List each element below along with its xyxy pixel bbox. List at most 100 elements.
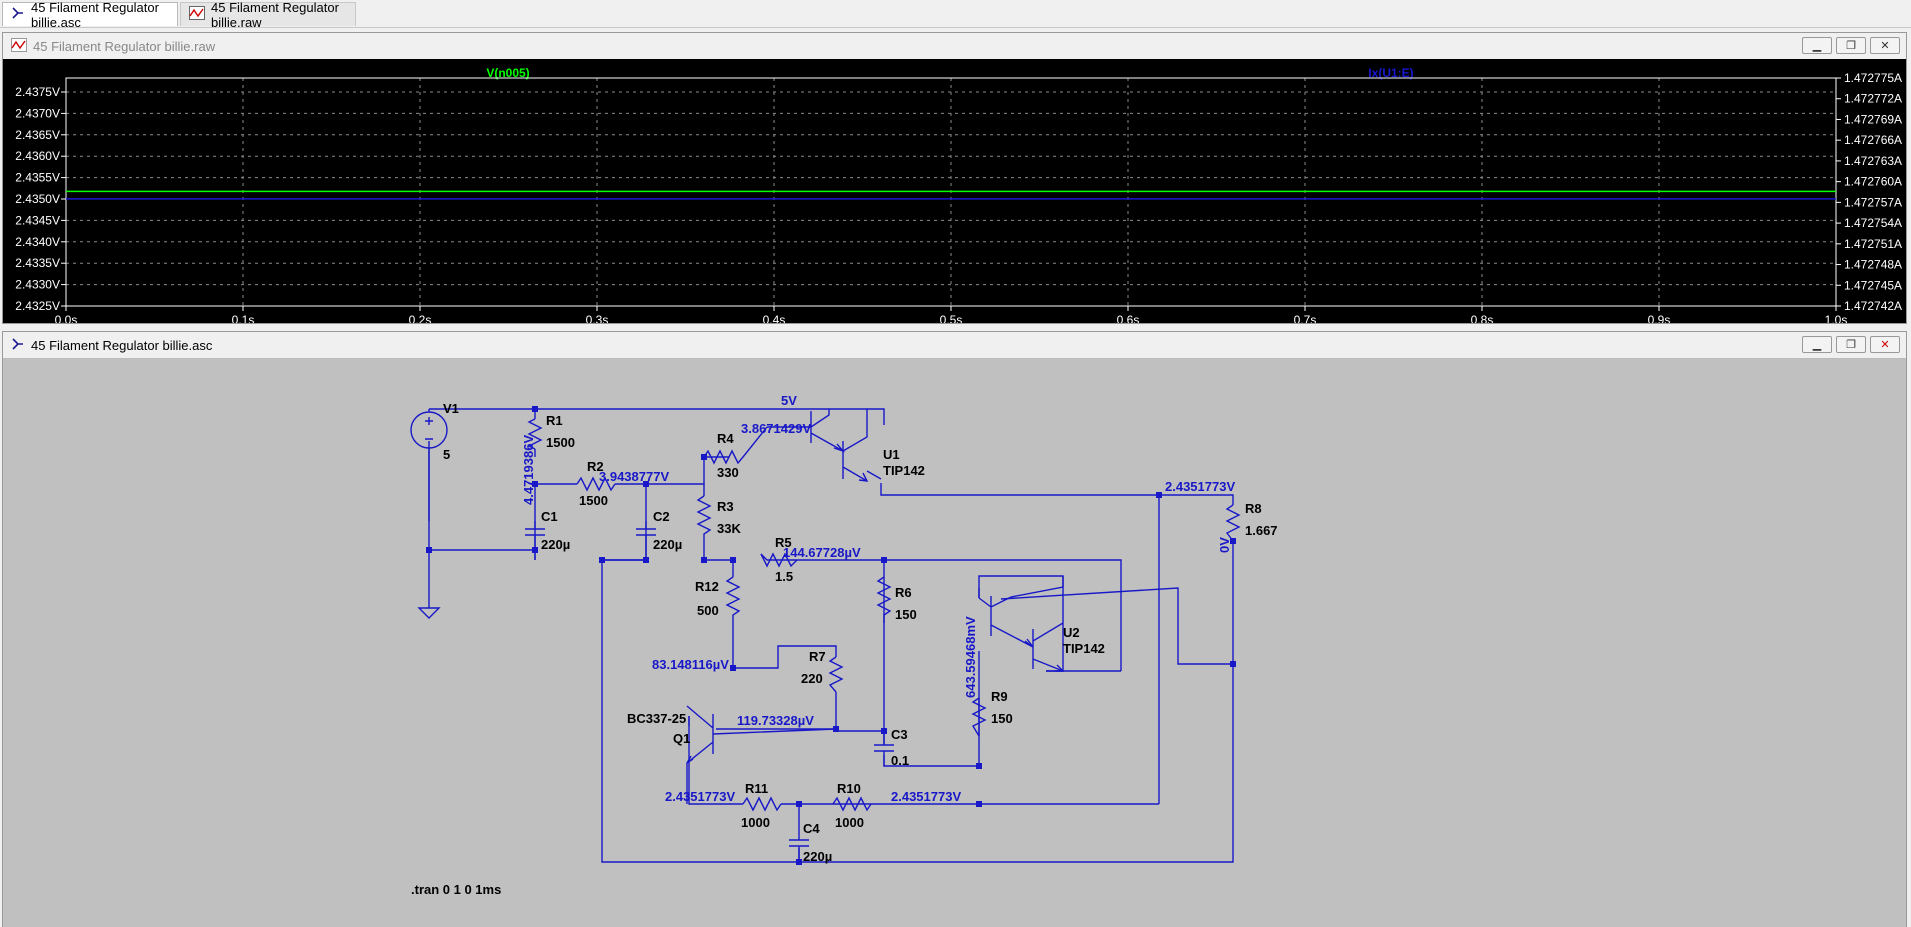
- r10-symbol[interactable]: [832, 796, 872, 812]
- label-u1-value: TIP142: [883, 463, 925, 478]
- tab-label: 45 Filament Regulator billie.raw: [211, 0, 339, 30]
- label-u1: U1: [883, 447, 900, 462]
- r7-symbol[interactable]: [828, 656, 844, 693]
- plot-grid: [66, 78, 1836, 307]
- capacitors: [525, 521, 894, 862]
- close-button[interactable]: ✕: [1870, 37, 1900, 54]
- waveform-plot[interactable]: V(n005) Ix(U1:E) 2.4375V2.4370V2.4365V2.…: [3, 59, 1906, 323]
- c2-symbol[interactable]: [636, 521, 656, 560]
- label-r2: R2: [587, 459, 604, 474]
- minimize-button[interactable]: ▁: [1802, 37, 1832, 54]
- document-tab-bar: 45 Filament Regulator billie.asc 45 Fila…: [0, 0, 1911, 30]
- y-tick-label-left: 2.4330V: [15, 278, 60, 292]
- label-r1: R1: [546, 413, 563, 428]
- label-q1-value: BC337-25: [627, 711, 686, 726]
- r3-symbol[interactable]: [696, 495, 712, 546]
- label-r1-value: 1500: [546, 435, 575, 450]
- y-tick-label-right: 1.472751A: [1844, 237, 1902, 251]
- label-r12-value: 500: [697, 603, 719, 618]
- r2-symbol[interactable]: [576, 476, 616, 492]
- label-r3-value: 33K: [717, 521, 741, 536]
- label-c3: C3: [891, 727, 908, 742]
- y-tick-label-left: 2.4340V: [15, 235, 60, 249]
- node-out: 2.4351773V: [1165, 479, 1235, 494]
- close-button[interactable]: ✕: [1870, 336, 1900, 353]
- label-c4-value: 220µ: [803, 849, 832, 864]
- label-r7: R7: [809, 649, 826, 664]
- u1-symbol[interactable]: [810, 409, 869, 482]
- label-r8-value: 1.667: [1245, 523, 1278, 538]
- y-tick-label-right: 1.472775A: [1844, 71, 1902, 85]
- y-axis-right: 1.472775A1.472772A1.472769A1.472766A1.47…: [1836, 71, 1902, 313]
- r8-symbol[interactable]: [1225, 504, 1241, 542]
- y-tick-label-right: 1.472772A: [1844, 92, 1902, 106]
- trace-label-right[interactable]: Ix(U1:E): [1368, 66, 1413, 80]
- c4-symbol[interactable]: [789, 836, 809, 862]
- node-q1e: 2.4351773V: [665, 789, 735, 804]
- r11-symbol[interactable]: [742, 796, 782, 812]
- minimize-button[interactable]: ▁: [1802, 336, 1832, 353]
- x-tick-label: 0.8s: [1471, 313, 1494, 323]
- maximize-button[interactable]: ❐: [1836, 336, 1866, 353]
- waveform-icon: [189, 6, 205, 23]
- schematic-window: 45 Filament Regulator billie.asc ▁ ❐ ✕: [2, 331, 1907, 927]
- label-c2-value: 220µ: [653, 537, 682, 552]
- y-tick-label-left: 2.4375V: [15, 85, 60, 99]
- y-tick-label-right: 1.472766A: [1844, 133, 1902, 147]
- y-tick-label-right: 1.472745A: [1844, 278, 1902, 292]
- maximize-button[interactable]: ❐: [1836, 37, 1866, 54]
- node-r1: 4.4719386V: [521, 435, 536, 505]
- plot-series: [66, 190, 1836, 200]
- label-v1-value: 5: [443, 447, 450, 462]
- y-tick-label-left: 2.4345V: [15, 213, 60, 227]
- label-u2: U2: [1063, 625, 1080, 640]
- label-v1: V1: [443, 401, 459, 416]
- spice-directive[interactable]: .tran 0 1 0 1ms: [411, 882, 501, 897]
- r9-symbol[interactable]: [971, 697, 987, 737]
- label-r10-value: 1000: [835, 815, 864, 830]
- r5-symbol[interactable]: [760, 552, 798, 568]
- x-tick-label: 0.9s: [1648, 313, 1671, 323]
- label-r9-value: 150: [991, 711, 1013, 726]
- label-r4: R4: [717, 431, 734, 446]
- r6-symbol[interactable]: [876, 576, 892, 623]
- label-r3: R3: [717, 499, 734, 514]
- schematic-canvas[interactable]: V1 5 R1 1500 R2 1500 R3 33K R4 330 R5 1.…: [3, 359, 1906, 927]
- schematic-icon: [11, 6, 25, 23]
- tab-schematic[interactable]: 45 Filament Regulator billie.asc: [2, 0, 178, 30]
- y-tick-label-right: 1.472763A: [1844, 154, 1902, 168]
- window-title: 45 Filament Regulator billie.asc: [31, 337, 213, 353]
- v1-symbol[interactable]: [410, 409, 448, 619]
- x-tick-label: 0.7s: [1294, 313, 1317, 323]
- node-r2: 3.9438777V: [599, 469, 669, 484]
- y-tick-label-right: 1.472748A: [1844, 258, 1902, 272]
- label-r11: R11: [745, 781, 768, 796]
- schematic-titlebar: 45 Filament Regulator billie.asc ▁ ❐ ✕: [3, 332, 1906, 359]
- node-r5: 144.67728µV: [783, 545, 861, 560]
- node-r12: 83.148116µV: [652, 657, 729, 672]
- tab-waveform[interactable]: 45 Filament Regulator billie.raw: [180, 0, 356, 30]
- label-r11-value: 1000: [741, 815, 770, 830]
- trace-label-left[interactable]: V(n005): [486, 66, 529, 80]
- q1-symbol[interactable]: [686, 705, 837, 804]
- label-c3-value: 0.1: [891, 753, 909, 768]
- c1-symbol[interactable]: [525, 521, 545, 550]
- label-u2-value: TIP142: [1063, 641, 1105, 656]
- r1-symbol[interactable]: [527, 418, 543, 450]
- node-r10: 2.4351773V: [891, 789, 961, 804]
- label-c2: C2: [653, 509, 670, 524]
- u2-symbol[interactable]: [990, 576, 1065, 672]
- y-tick-label-right: 1.472754A: [1844, 216, 1902, 230]
- label-r5-value: 1.5: [775, 569, 793, 584]
- label-r5: R5: [775, 535, 792, 550]
- tab-label: 45 Filament Regulator billie.asc: [31, 0, 159, 30]
- r4-symbol[interactable]: [703, 426, 768, 465]
- node-r8: 0V: [1217, 537, 1232, 553]
- label-r6: R6: [895, 585, 912, 600]
- x-tick-label: 1.0s: [1825, 313, 1848, 323]
- y-tick-label-left: 2.4335V: [15, 256, 60, 270]
- r12-symbol[interactable]: [725, 576, 741, 623]
- c3-symbol[interactable]: [874, 731, 894, 766]
- waveform-window: 45 Filament Regulator billie.raw ▁ ❐ ✕ V…: [2, 32, 1907, 324]
